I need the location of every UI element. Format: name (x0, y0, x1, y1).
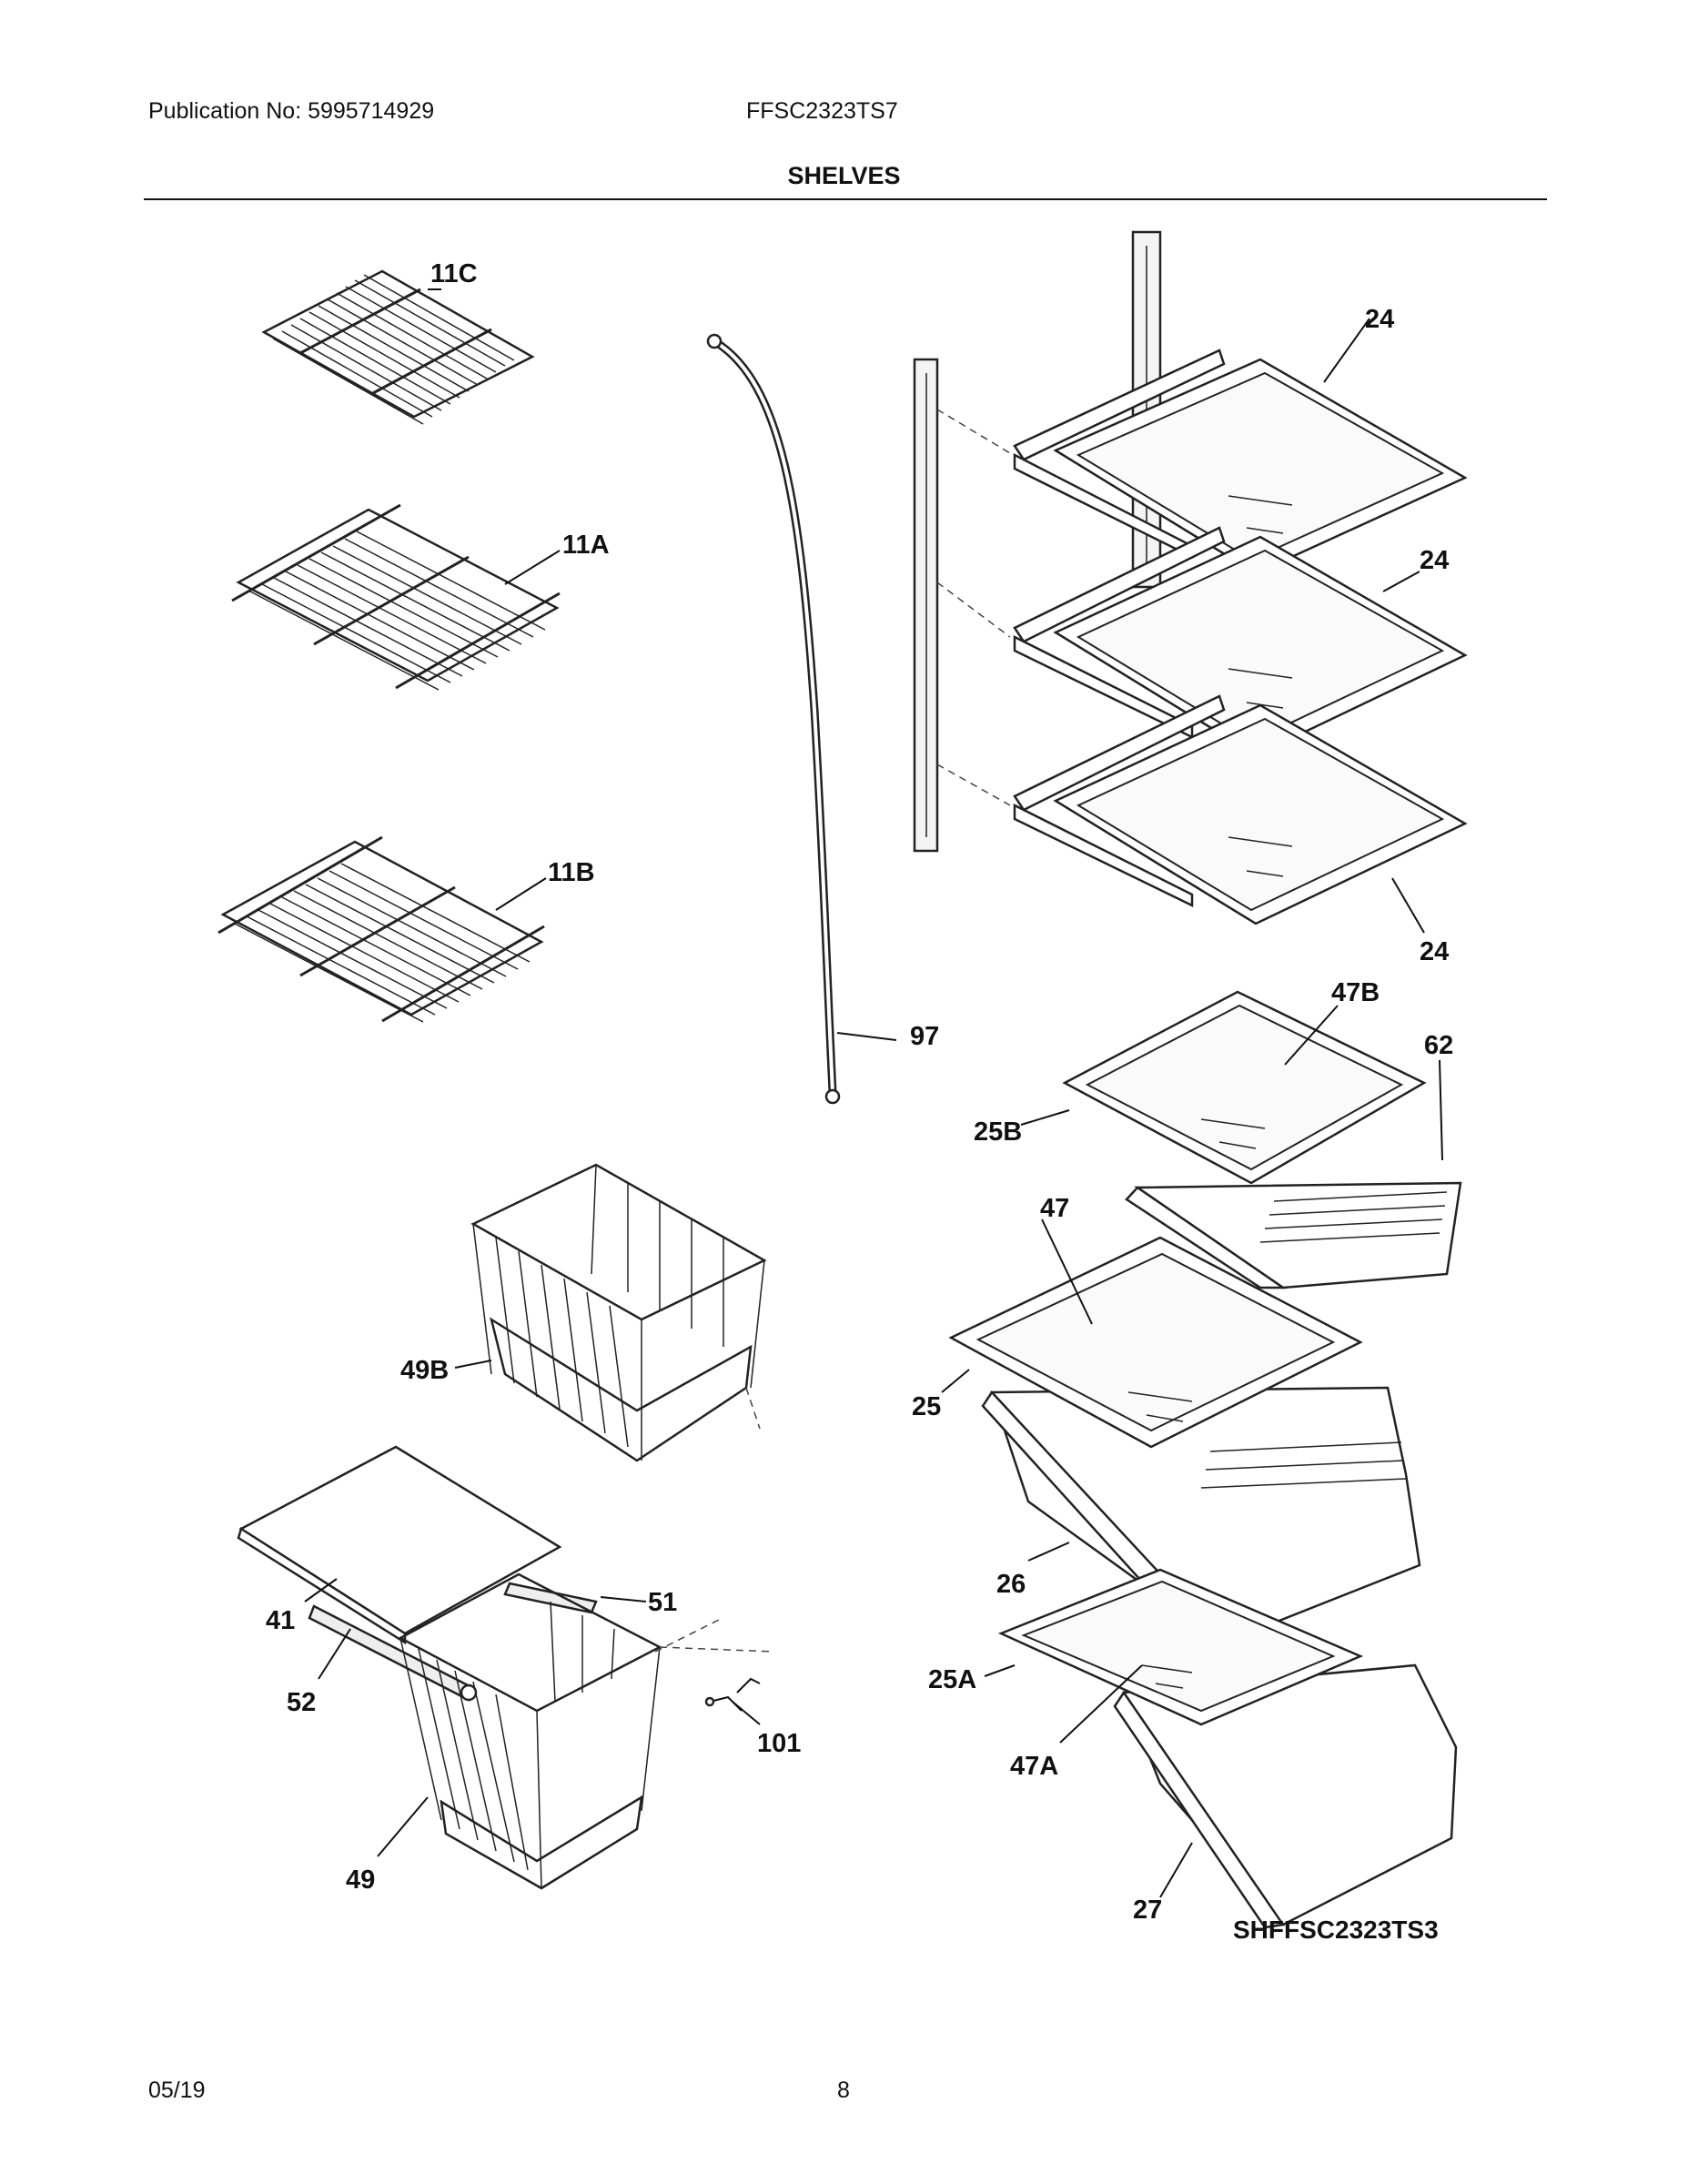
callout-47b: 47B (1331, 978, 1380, 1007)
wire-basket-49 (398, 1572, 774, 1890)
callout-25b: 25B (974, 1117, 1022, 1147)
callout-41: 41 (266, 1606, 295, 1635)
callout-51: 51 (648, 1588, 677, 1617)
basket-cover-41 (237, 1445, 562, 1645)
callout-25a: 25A (928, 1665, 976, 1694)
callout-11c: 11C (430, 259, 478, 288)
glass-shelf-24-top (1013, 349, 1468, 575)
crisper-drawer-27 (1113, 1663, 1458, 1929)
wire-shelf-11c (261, 269, 535, 425)
callout-47a: 47A (1010, 1752, 1058, 1781)
callout-25: 25 (912, 1392, 941, 1421)
callout-27: 27 (1133, 1896, 1162, 1925)
callout-49b: 49B (400, 1356, 449, 1385)
callout-52: 52 (287, 1688, 316, 1717)
glass-shelf-24-middle (1013, 526, 1468, 757)
callout-24-bottom: 24 (1420, 937, 1449, 966)
publication-number: Publication No: 5995714929 (148, 98, 435, 124)
wire-shelf-11b (217, 835, 545, 1023)
footer-date: 05/19 (148, 2078, 206, 2103)
drawing-id: SHFFSC2323TS3 (1233, 1916, 1439, 1944)
wire-shelf-11a (231, 503, 561, 691)
callout-47: 47 (1040, 1194, 1069, 1223)
callout-97: 97 (910, 1022, 939, 1051)
crisper-cover-25 (948, 1236, 1363, 1449)
crisper-cover-25b (1062, 990, 1462, 1289)
callout-24-top: 24 (1365, 305, 1394, 334)
page-number: 8 (837, 2078, 850, 2103)
callout-101: 101 (757, 1729, 801, 1758)
header-divider (144, 198, 1547, 200)
callout-11b: 11B (548, 858, 595, 887)
glass-shelf-24-bottom (1013, 694, 1468, 925)
model-number: FFSC2323TS7 (746, 98, 898, 124)
callout-26: 26 (996, 1570, 1026, 1599)
crisper-cover-25a (997, 1568, 1364, 1726)
callout-24-middle: 24 (1420, 546, 1449, 575)
callout-62: 62 (1424, 1031, 1453, 1060)
hardware-101 (704, 1677, 761, 1712)
water-tube-97 (706, 333, 841, 1105)
page-title: SHELVES (787, 162, 901, 189)
wire-basket-49b (470, 1163, 767, 1462)
callout-11a: 11A (562, 531, 610, 560)
callout-49: 49 (346, 1866, 375, 1895)
